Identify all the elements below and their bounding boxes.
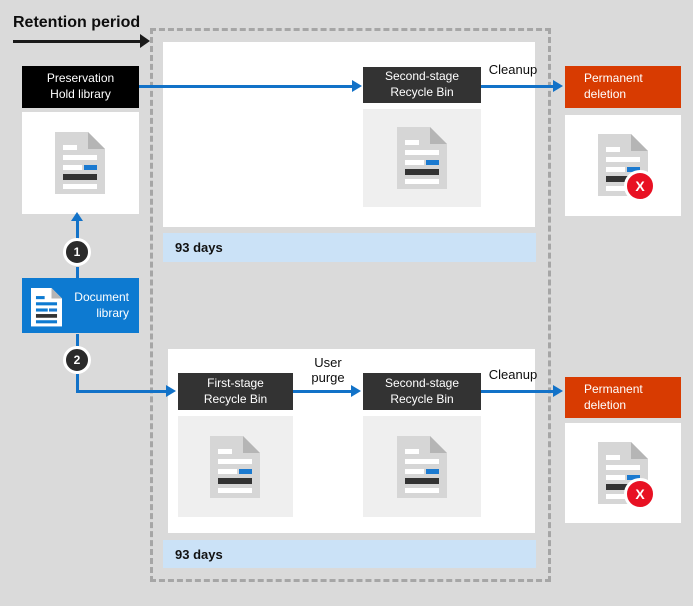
connector-cleanup-top <box>481 85 553 88</box>
connector-step1-upper <box>76 221 79 239</box>
duration-bar-top: 93 days <box>163 233 536 262</box>
arrow-right-icon <box>553 385 563 397</box>
document-library-label-line1: Document <box>74 289 129 304</box>
deleted-document-icon: X <box>598 442 656 510</box>
arrow-right-icon <box>352 80 362 92</box>
user-purge-label: User purge <box>311 355 345 385</box>
first-stage-recycle-bin-box: First-stage Recycle Bin <box>178 373 293 410</box>
document-icon <box>397 436 447 498</box>
bottom-margin <box>0 606 693 612</box>
document-library-label-line2: library <box>96 305 129 320</box>
arrow-right-icon <box>553 80 563 92</box>
connector-cleanup-bottom <box>481 390 553 393</box>
connector-user-purge <box>293 390 351 393</box>
connector-step2-horizontal <box>76 390 166 393</box>
preservation-hold-library-box: Preservation Hold library <box>22 66 139 108</box>
delete-x-icon: X <box>624 170 656 202</box>
connector-step1-lower <box>76 267 79 278</box>
preservation-hold-label-line1: Preservation <box>46 71 115 86</box>
connector-step2-vertical <box>76 374 79 393</box>
retention-arrow-line <box>13 40 141 43</box>
cleanup-top-label: Cleanup <box>488 62 538 77</box>
deleted-document-icon: X <box>598 134 656 202</box>
duration-bottom-label: 93 days <box>175 546 223 562</box>
document-icon <box>210 436 260 498</box>
duration-bar-bottom: 93 days <box>163 540 536 568</box>
arrow-right-icon <box>351 385 361 397</box>
permanent-deletion-top-box: Permanent deletion <box>565 66 681 108</box>
permanent-deletion-bottom-box: Permanent deletion <box>565 377 681 418</box>
document-icon <box>397 127 447 189</box>
second-stage-recycle-bin-bottom-box: Second-stage Recycle Bin <box>363 373 481 410</box>
duration-top-label: 93 days <box>175 240 223 255</box>
second-stage-recycle-bin-top-box: Second-stage Recycle Bin <box>363 67 481 103</box>
step-2-badge: 2 <box>63 346 91 374</box>
connector-step2-upper <box>76 334 79 346</box>
preservation-hold-label-line2: Hold library <box>50 87 111 101</box>
connector-preservation-to-recycle <box>139 85 352 88</box>
retention-arrowhead-icon <box>140 34 150 48</box>
arrow-up-icon <box>71 212 83 221</box>
document-icon <box>55 132 105 194</box>
retention-period-title: Retention period <box>13 14 141 31</box>
document-fold-corner <box>88 132 105 149</box>
arrow-right-icon <box>166 385 176 397</box>
delete-x-icon: X <box>624 478 656 510</box>
document-library-icon <box>31 288 62 327</box>
step-1-badge: 1 <box>63 238 91 266</box>
cleanup-bottom-label: Cleanup <box>488 367 538 382</box>
retention-period-region <box>150 28 551 582</box>
